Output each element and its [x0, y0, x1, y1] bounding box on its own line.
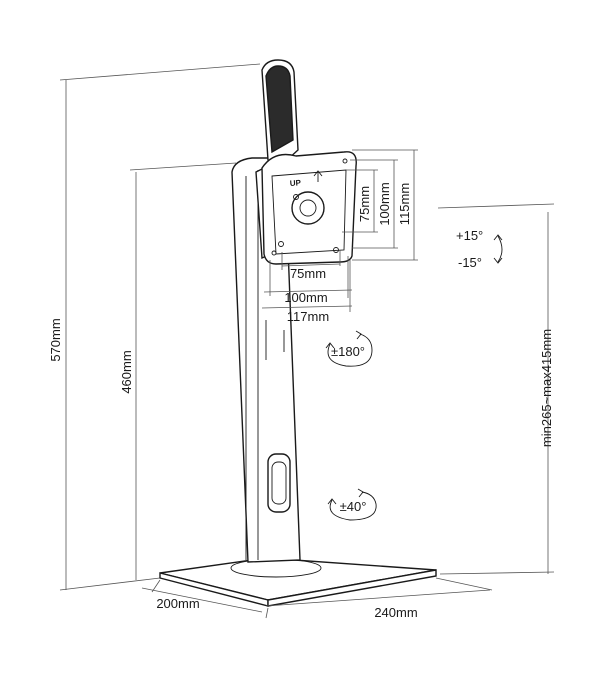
label-plate-w-117: 117mm	[287, 309, 329, 324]
label-vesa-w-100: 100mm	[284, 290, 327, 305]
label-rotate: ±180°	[331, 344, 365, 359]
label-base-depth: 200mm	[156, 596, 199, 611]
label-tilt-down: -15°	[458, 255, 482, 270]
rotate-arrow-icon	[327, 333, 373, 367]
dim-vesa-horizontal: 75mm 100mm 117mm	[261, 250, 353, 324]
vesa-plate: UP	[261, 151, 357, 265]
tilt-arrow-icon	[497, 235, 503, 263]
dim-adjust-height: min265~max415mm	[437, 203, 555, 575]
rotate-indicator: ±180°	[325, 330, 373, 367]
swivel-indicator: ±40°	[327, 488, 377, 521]
dim-base: 200mm 240mm	[141, 577, 493, 620]
label-plate-h-115: 115mm	[397, 183, 412, 225]
label-height-total: 570mm	[48, 318, 63, 361]
label-tilt-up: +15°	[456, 228, 483, 243]
base-plate	[159, 557, 437, 607]
label-vesa-h-100: 100mm	[377, 182, 392, 225]
label-vesa-h-75: 75mm	[357, 186, 372, 222]
label-vesa-w-75: 75mm	[290, 266, 326, 281]
swivel-arrow-icon	[329, 491, 377, 521]
tilt-indicator: +15° -15°	[456, 228, 503, 270]
label-height-adjust: min265~max415mm	[539, 329, 554, 447]
label-height-pole: 460mm	[119, 350, 134, 393]
label-base-width: 240mm	[374, 605, 417, 620]
label-swivel: ±40°	[340, 499, 367, 514]
dim-pole-height: 460mm	[119, 162, 237, 580]
dim-total-height: 570mm	[48, 63, 261, 591]
label-up-mark: UP	[290, 178, 302, 188]
dim-vesa-vertical: 75mm 100mm 115mm	[342, 149, 418, 261]
